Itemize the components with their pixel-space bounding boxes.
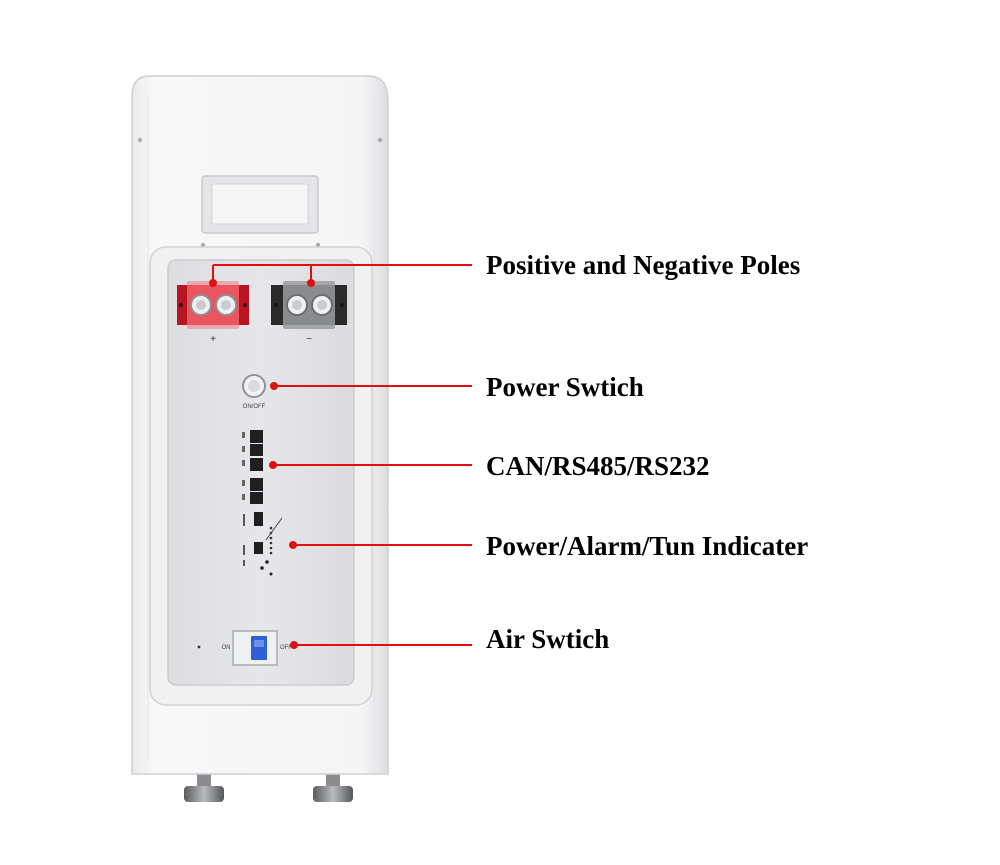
carry-handle — [201, 175, 319, 234]
breaker-off-label: OFF — [280, 645, 292, 651]
power-button[interactable] — [242, 374, 266, 398]
control-panel — [167, 259, 355, 686]
indicator-leds — [269, 526, 273, 555]
air-switch[interactable]: ON OFF — [197, 630, 293, 666]
positive-terminal — [177, 281, 249, 329]
power-button-label: ON/OFF — [243, 404, 266, 410]
leader-lines — [209, 264, 472, 649]
callout-air-switch: Air Swtich — [486, 624, 610, 654]
communication-ports — [242, 430, 263, 504]
feet — [184, 770, 353, 802]
callout-communication: CAN/RS485/RS232 — [486, 451, 710, 481]
callout-poles: Positive and Negative Poles — [486, 250, 801, 280]
negative-terminal — [271, 281, 347, 329]
callout-indicator: Power/Alarm/Tun Indicater — [486, 531, 809, 561]
negative-mark: − — [306, 334, 312, 345]
breaker-on-label: ON — [222, 645, 231, 651]
positive-mark: + — [210, 334, 216, 345]
left-foot — [184, 786, 224, 802]
breaker-toggle[interactable] — [251, 636, 267, 660]
rs485-port[interactable] — [250, 458, 263, 471]
indicator-area — [243, 512, 283, 576]
right-foot — [313, 786, 353, 802]
callout-power-switch: Power Swtich — [486, 372, 644, 402]
